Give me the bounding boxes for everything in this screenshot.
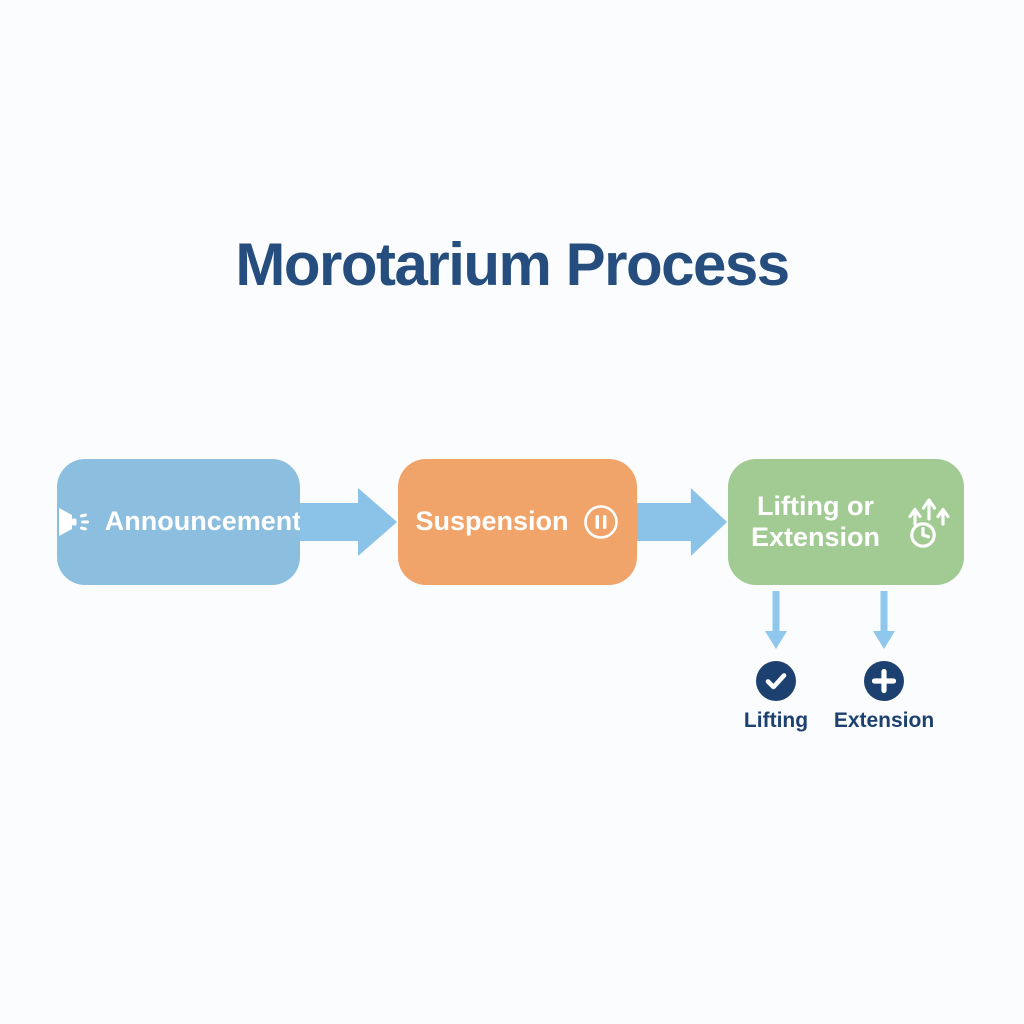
flow-arrow-right-icon [637,488,728,556]
step-box-lifting-or-extension: Lifting or Extension [728,459,964,585]
outcome-label-lifting: Lifting [743,709,809,732]
megaphone-icon [58,508,89,536]
step-box-suspension: Suspension [398,459,637,585]
step-box-announcement: Announcement [57,459,302,585]
branch-arrow-down-icon [765,591,787,649]
pause-circle-icon [583,505,618,539]
flow-arrow-right-icon [300,488,397,556]
plus-icon [871,668,897,694]
branch-arrow-down-icon [873,591,895,649]
step-label-announcement: Announcement [104,506,302,537]
step-label-lifting-or-extension: Lifting or Extension [750,490,881,552]
clock-up-arrows-icon [907,498,950,548]
step-label-suspension: Suspension [415,506,569,537]
check-icon [765,673,787,690]
outcome-node-extension [864,661,904,701]
outcome-node-lifting [756,661,796,701]
outcome-label-extension: Extension [833,709,935,732]
page-title: Morotarium Process [235,231,790,298]
